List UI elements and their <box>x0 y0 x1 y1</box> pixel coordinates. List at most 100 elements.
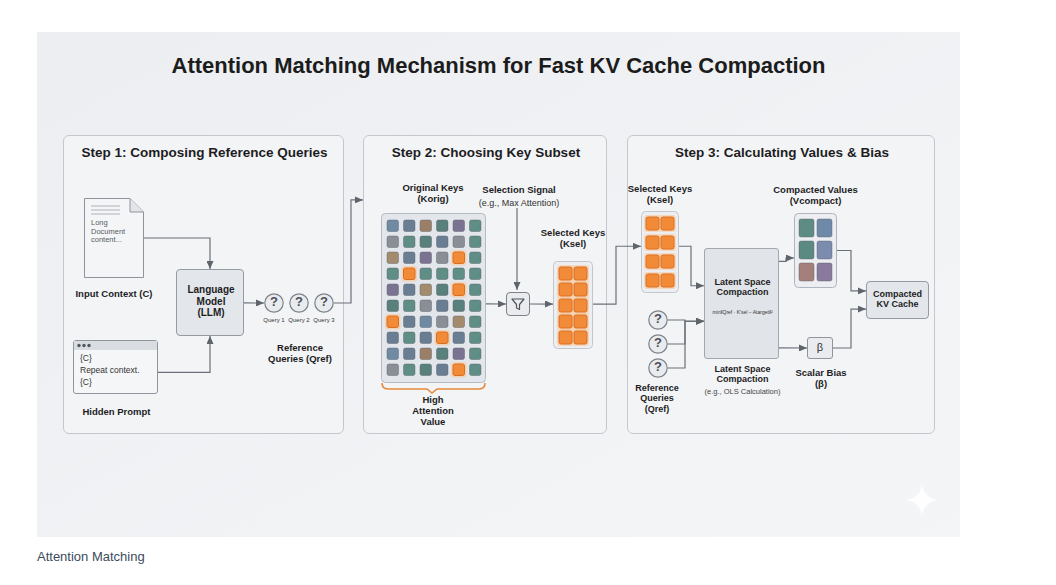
key-tile <box>420 364 432 376</box>
tile-glow <box>572 265 589 282</box>
node-shape <box>641 211 679 293</box>
key-tile <box>453 300 465 312</box>
filter-symbol: Selection Signal(e.g., Max Attention) <box>506 292 530 316</box>
node-text: Long Document content... <box>91 219 135 245</box>
key-tile <box>404 348 416 360</box>
key-tile <box>470 348 482 360</box>
node-text: Compacted Values (Vcompact) <box>768 185 864 207</box>
tile-glow <box>659 272 676 289</box>
tile-glow <box>557 281 574 298</box>
key-tile <box>437 268 449 280</box>
key-tile <box>387 236 399 248</box>
node-text: Selected Keys (Ksel) <box>536 228 611 250</box>
key-tile <box>404 220 416 232</box>
node-text: ? <box>648 336 668 351</box>
key-tile <box>559 267 572 280</box>
signal-arrow <box>516 208 517 290</box>
node-text: Original Keys (Korig) <box>393 183 473 205</box>
key-tile <box>404 252 416 264</box>
document-line <box>91 205 120 206</box>
document-outline <box>85 199 144 278</box>
key-tile <box>646 255 659 268</box>
tile-glow <box>659 234 676 251</box>
tile-glow <box>557 265 574 282</box>
key-column: Selected Keys (Ksel) <box>641 211 679 293</box>
node-text: Latent Space Compaction <box>707 277 778 298</box>
model-box: Language Model (LLM) <box>176 269 244 336</box>
key-tile <box>437 332 449 344</box>
node-shape <box>381 213 486 383</box>
step-panel: Step 1: Composing Reference QueriesLong … <box>63 135 344 434</box>
node-text: ? <box>314 295 334 310</box>
tile-glow <box>557 313 574 330</box>
query-circle: ? <box>648 310 668 330</box>
key-tile <box>387 220 399 232</box>
tile-glow <box>557 329 574 346</box>
node-text: {C} <box>80 354 155 364</box>
key-tile <box>404 364 416 376</box>
key-tile <box>387 332 399 344</box>
key-tile <box>437 316 449 328</box>
window-dot <box>87 344 90 347</box>
key-tile <box>387 348 399 360</box>
node-text: Repeat context. <box>80 366 155 376</box>
key-tile <box>387 364 399 376</box>
key-tile <box>470 268 482 280</box>
query-circle: ?Query 1 <box>264 293 284 313</box>
tile-glow <box>659 253 676 270</box>
group-label: Reference Queries (Qref) <box>632 383 682 414</box>
key-tile <box>470 332 482 344</box>
circle-outline <box>265 294 283 312</box>
key-tile <box>646 217 659 230</box>
document-line <box>91 209 120 210</box>
key-grid: Original Keys (Korig)High Attention Valu… <box>381 213 486 383</box>
node-text: Language Model (LLM) <box>186 284 236 319</box>
node-text: Selected Keys (Ksel) <box>623 184 698 206</box>
circle-outline <box>649 311 667 329</box>
flow-arrow <box>144 238 210 269</box>
prompt-window: {C}Repeat context.{C}Hidden Prompt <box>73 340 158 394</box>
flow-arrow <box>593 246 641 304</box>
cache-box: Compacted KV Cache <box>866 281 929 319</box>
tile-glow <box>572 297 589 314</box>
image-panel <box>37 32 960 537</box>
tile-glow <box>557 297 574 314</box>
key-tile <box>574 267 587 280</box>
key-tile <box>420 284 432 296</box>
node-text: High Attention Value <box>408 395 458 428</box>
key-tile <box>661 274 674 287</box>
node-shape <box>794 213 837 288</box>
tile-glow <box>644 253 661 270</box>
node-shape <box>507 293 531 317</box>
key-tile <box>817 263 832 281</box>
tile-glow <box>572 329 589 346</box>
key-tile <box>453 348 465 360</box>
flow-arrow <box>833 309 866 348</box>
key-tile <box>404 268 416 280</box>
key-tile <box>420 332 432 344</box>
key-tile <box>437 236 449 248</box>
node-text: Scalar Bias (β) <box>793 368 849 390</box>
node-text: (e.g., OLS Calculation) <box>685 388 800 397</box>
window-header <box>74 341 157 350</box>
key-column: Selected Keys (Ksel) <box>553 261 593 349</box>
key-tile <box>404 332 416 344</box>
flow-arrow <box>779 258 794 261</box>
key-tile <box>404 316 416 328</box>
attention-bracket <box>382 383 485 393</box>
grid-frame <box>554 262 593 349</box>
flow-arrow <box>668 320 704 321</box>
key-tile <box>437 364 449 376</box>
key-tile <box>404 284 416 296</box>
key-tile <box>420 220 432 232</box>
node-text: Step 1: Composing Reference Queries <box>64 145 345 161</box>
key-tile <box>559 283 572 296</box>
key-tile <box>470 300 482 312</box>
flow-arrow <box>837 251 866 291</box>
key-tile <box>661 255 674 268</box>
grid-frame <box>382 214 486 383</box>
node-text: Input Context (C) <box>54 289 174 300</box>
node-text: ? <box>648 360 668 375</box>
tile-glow <box>451 250 467 266</box>
